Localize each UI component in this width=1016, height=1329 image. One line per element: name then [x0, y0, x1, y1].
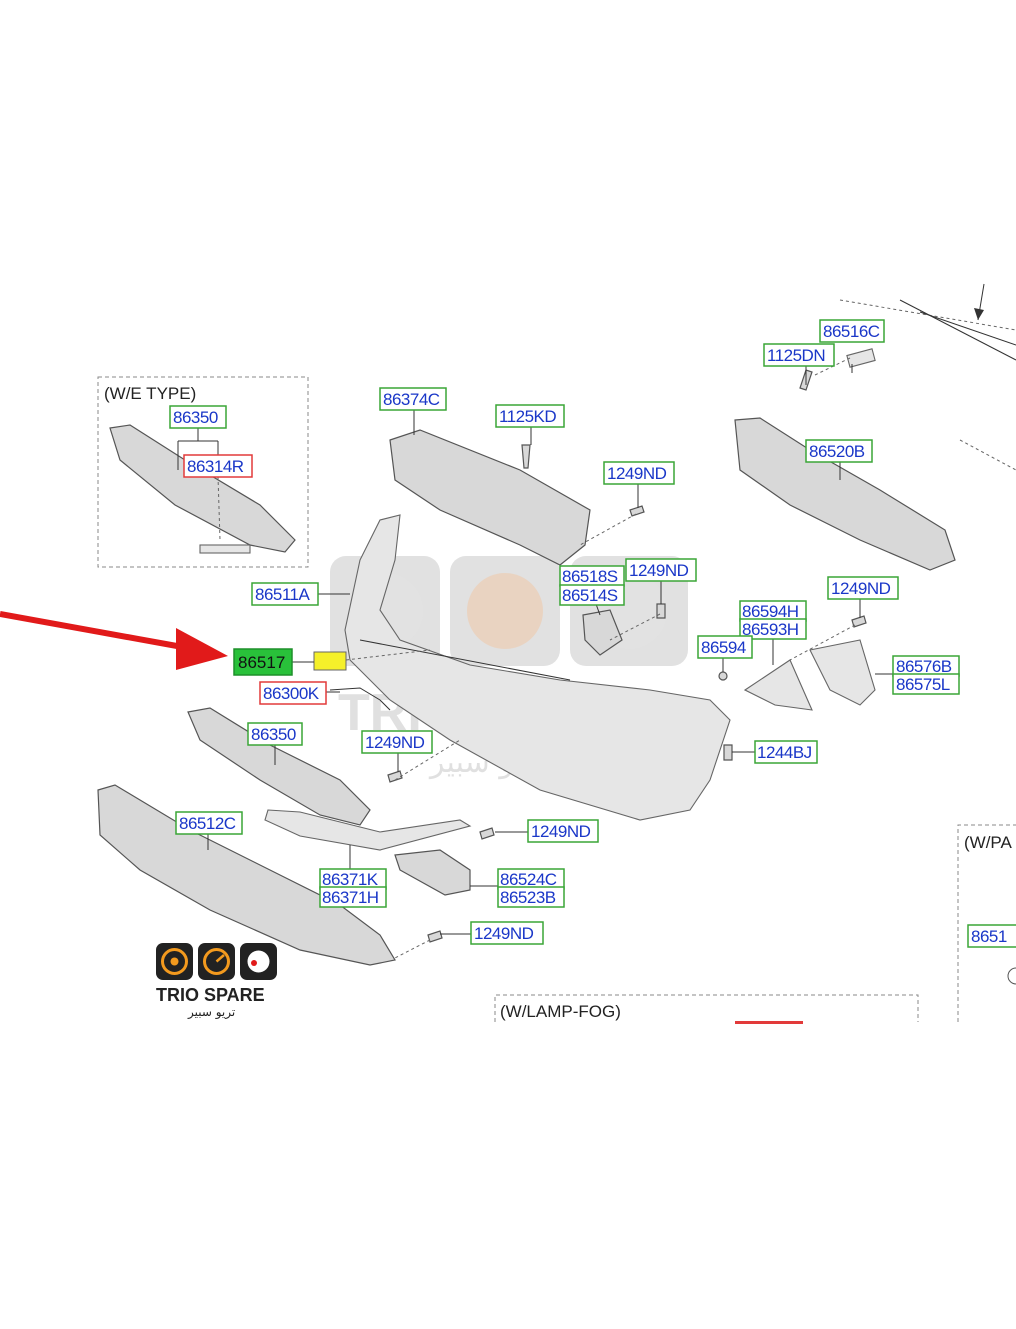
- label-86314R[interactable]: 86314R: [183, 454, 253, 478]
- label-1125KD[interactable]: 1125KD: [495, 404, 565, 428]
- label-86594H[interactable]: 86594H: [739, 600, 807, 622]
- svg-text:86314R: 86314R: [187, 457, 244, 476]
- label-1249ND-c[interactable]: 1249ND: [827, 576, 899, 600]
- svg-text:1125DN: 1125DN: [767, 346, 825, 365]
- svg-text:86575L: 86575L: [896, 675, 950, 694]
- svg-text:1249ND: 1249ND: [831, 579, 891, 598]
- we-type-caption: (W/E TYPE): [104, 384, 196, 403]
- label-86512C[interactable]: 86512C: [175, 811, 243, 835]
- svg-text:86518S: 86518S: [562, 567, 618, 586]
- label-86350-lower[interactable]: 86350: [247, 722, 303, 746]
- brand-name-arabic: تريو سبير: [187, 1005, 235, 1020]
- svg-text:86512C: 86512C: [179, 814, 236, 833]
- label-1249ND-a[interactable]: 1249ND: [603, 461, 675, 485]
- label-86374C[interactable]: 86374C: [379, 387, 447, 411]
- label-1249ND-d[interactable]: 1249ND: [361, 730, 433, 754]
- svg-text:86374C: 86374C: [383, 390, 440, 409]
- label-86371K[interactable]: 86371K: [319, 868, 387, 890]
- label-86524C[interactable]: 86524C: [497, 868, 565, 890]
- bumper-upper-bracket-part: [389, 429, 591, 566]
- label-86517-highlighted[interactable]: 86517: [233, 648, 293, 676]
- lamp-fog-box: (W/LAMP-FOG): [494, 994, 919, 1024]
- svg-text:86350: 86350: [173, 408, 218, 427]
- svg-text:1249ND: 1249ND: [607, 464, 667, 483]
- label-86350-we[interactable]: 86350: [169, 405, 227, 429]
- speaker-icon: [161, 948, 188, 975]
- label-1249ND-b[interactable]: 1249ND: [625, 558, 697, 582]
- svg-text:86511A: 86511A: [255, 585, 311, 604]
- svg-text:86594H: 86594H: [742, 602, 799, 621]
- svg-text:1125KD: 1125KD: [499, 407, 556, 426]
- svg-text:86594: 86594: [701, 638, 746, 657]
- svg-text:86576B: 86576B: [896, 657, 952, 676]
- svg-text:1249ND: 1249ND: [531, 822, 591, 841]
- red-arrow-pointer: [0, 611, 228, 670]
- svg-text:1244BJ: 1244BJ: [757, 743, 812, 762]
- svg-text:86300K: 86300K: [263, 684, 320, 703]
- part-drawings: [97, 348, 956, 966]
- body-panel-lines: [839, 283, 1016, 471]
- bumper-cover-part: [344, 514, 731, 821]
- svg-text:86523B: 86523B: [500, 888, 556, 907]
- highlighted-clip-part: [313, 651, 347, 671]
- svg-text:1249ND: 1249ND: [365, 733, 425, 752]
- leader-lines: [207, 357, 893, 959]
- w-pa-box: (W/PA 8651: [957, 824, 1016, 1022]
- label-86514S[interactable]: 86514S: [559, 584, 625, 606]
- label-86511A[interactable]: 86511A: [251, 582, 319, 606]
- label-86523B[interactable]: 86523B: [497, 886, 565, 908]
- car-icon: [247, 950, 270, 973]
- label-8651-partial[interactable]: 8651: [967, 924, 1016, 948]
- svg-text:86371H: 86371H: [322, 888, 379, 907]
- brand-name: TRIO SPARE: [156, 985, 265, 1005]
- svg-text:1249ND: 1249ND: [474, 924, 534, 943]
- svg-text:86524C: 86524C: [500, 870, 557, 889]
- label-86300K[interactable]: 86300K: [259, 681, 327, 705]
- svg-text:86514S: 86514S: [562, 586, 618, 605]
- label-86575L[interactable]: 86575L: [892, 673, 960, 695]
- label-86516C[interactable]: 86516C: [819, 319, 885, 343]
- svg-text:8651: 8651: [971, 927, 1007, 946]
- label-86518S[interactable]: 86518S: [559, 565, 625, 587]
- part-labels: 86516C 1125DN 86374C 1125KD 86350 86314R…: [169, 319, 960, 945]
- svg-text:86371K: 86371K: [322, 870, 379, 889]
- svg-text:86517: 86517: [238, 653, 285, 672]
- svg-text:86593H: 86593H: [742, 620, 799, 639]
- w-pa-caption: (W/PA: [964, 833, 1013, 852]
- svg-text:86520B: 86520B: [809, 442, 865, 461]
- label-86576B[interactable]: 86576B: [892, 655, 960, 677]
- label-86520B[interactable]: 86520B: [805, 439, 873, 463]
- label-1249ND-f[interactable]: 1249ND: [470, 921, 544, 945]
- label-1125DN[interactable]: 1125DN: [763, 343, 835, 367]
- svg-text:86350: 86350: [251, 725, 296, 744]
- label-86371H[interactable]: 86371H: [319, 886, 387, 908]
- lamp-fog-caption: (W/LAMP-FOG): [500, 1002, 621, 1021]
- grille-insert-upper-part: [109, 424, 296, 553]
- we-type-box: (W/E TYPE): [97, 376, 309, 568]
- brand-logo: TRIO SPARE تريو سبير: [156, 943, 277, 1020]
- label-86593H[interactable]: 86593H: [739, 618, 807, 640]
- svg-text:86516C: 86516C: [823, 322, 880, 341]
- energy-absorber-part: [734, 417, 956, 571]
- svg-text:1249ND: 1249ND: [629, 561, 689, 580]
- label-1244BJ[interactable]: 1244BJ: [754, 740, 818, 764]
- gauge-icon: [203, 948, 230, 975]
- label-1249ND-e[interactable]: 1249ND: [527, 819, 599, 843]
- grille-lower-part: [187, 707, 371, 826]
- label-86594[interactable]: 86594: [697, 635, 753, 659]
